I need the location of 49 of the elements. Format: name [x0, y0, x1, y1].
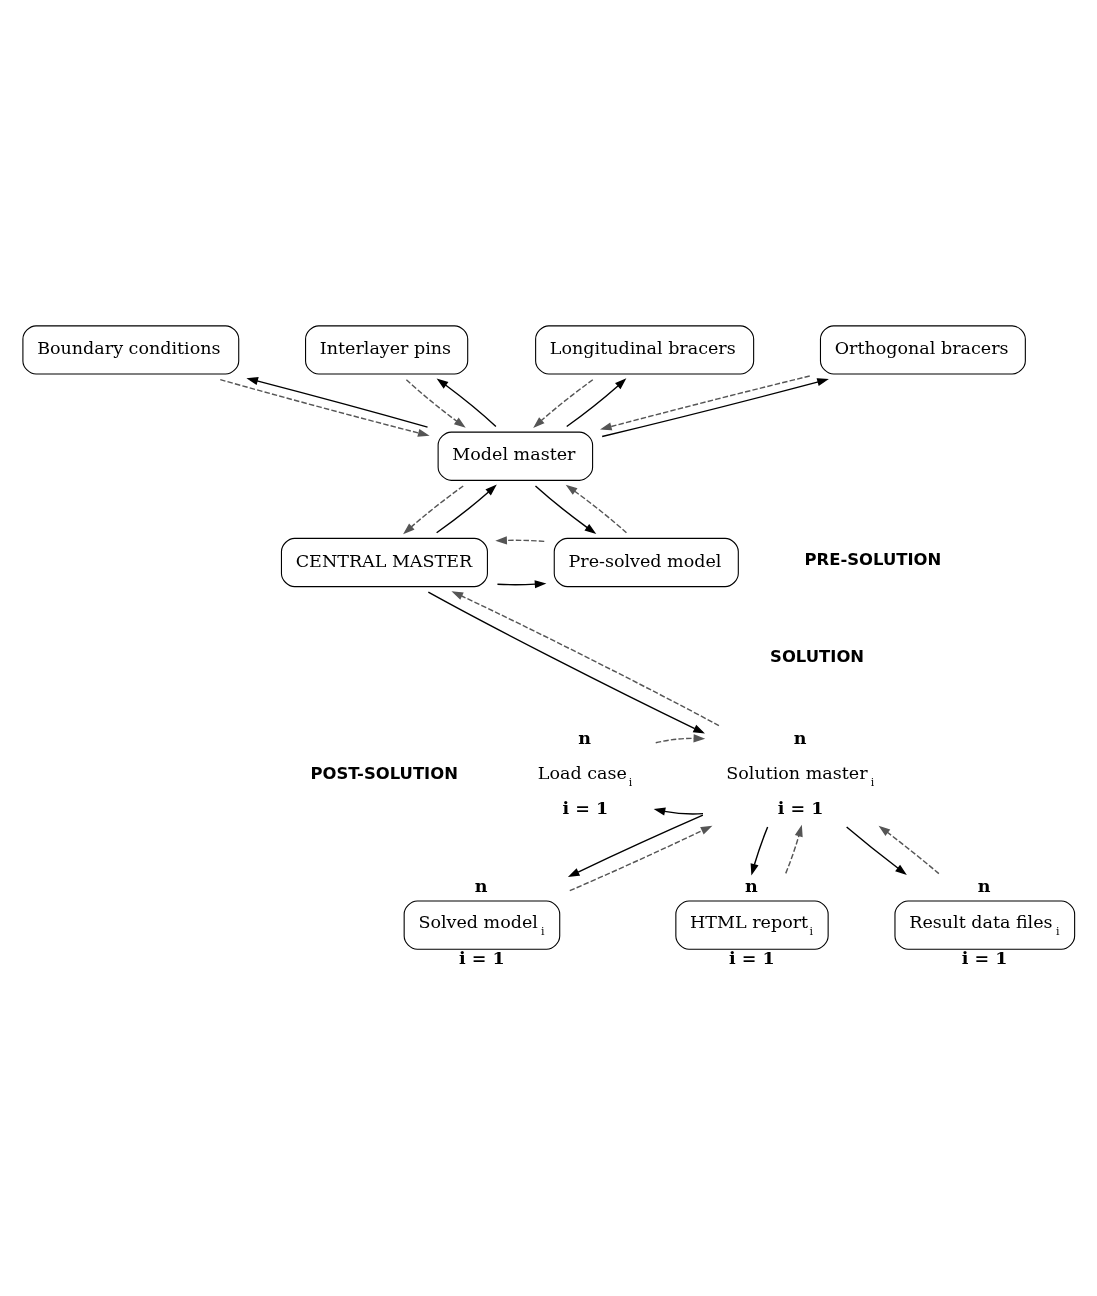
label: PRE-SOLUTION	[804, 549, 942, 569]
arrow	[533, 378, 594, 428]
arrow	[750, 825, 769, 875]
node-label: i = 1	[562, 797, 609, 818]
node-box: Boundary conditions	[22, 324, 240, 375]
node-label: n	[793, 727, 807, 748]
arrow	[403, 484, 464, 534]
arrow	[845, 825, 907, 875]
arrow	[566, 377, 627, 427]
node-box: Longitudinal bracers	[535, 324, 755, 375]
node-box: CENTRAL MASTER	[280, 537, 488, 587]
arrow	[246, 376, 429, 428]
node-box: Solved model$_{i}$	[403, 899, 561, 950]
arrow	[496, 579, 547, 588]
arrow	[565, 484, 628, 533]
node-box: Model master	[437, 431, 594, 481]
arrow	[567, 814, 704, 877]
node-label: n	[474, 875, 488, 896]
arrow	[534, 484, 597, 534]
arrow	[219, 378, 430, 437]
arrow	[600, 374, 811, 430]
arrow	[495, 535, 545, 544]
arrow	[405, 378, 466, 428]
arrow	[435, 484, 497, 533]
node-text: Load case$_{i}$	[537, 762, 633, 789]
node-label: i = 1	[777, 797, 824, 818]
arrow	[451, 590, 720, 726]
arrow	[655, 733, 706, 743]
node-label: i = 1	[728, 947, 775, 968]
node-label: i = 1	[961, 947, 1008, 968]
node-box: Orthogonal bracers	[819, 324, 1026, 375]
arrow	[436, 378, 497, 427]
node-text: Solution master$_{i}$	[726, 762, 875, 789]
node-box: Result data files$_{i}$	[894, 899, 1076, 950]
arrow	[785, 824, 803, 874]
arrow	[601, 377, 829, 437]
node-label: n	[744, 875, 758, 896]
node-box: Interlayer pins	[305, 324, 469, 375]
node-label: n	[578, 727, 592, 748]
arrow	[653, 806, 704, 815]
node-box: Pre-solved model	[553, 537, 739, 587]
node-box: HTML report$_{i}$	[675, 899, 829, 950]
arrow	[878, 825, 940, 874]
label: SOLUTION	[770, 646, 865, 666]
node-label: i = 1	[458, 947, 505, 968]
label: POST-SOLUTION	[310, 763, 458, 783]
node-label: n	[977, 875, 991, 896]
arrow	[427, 590, 705, 733]
arrow	[569, 825, 713, 891]
